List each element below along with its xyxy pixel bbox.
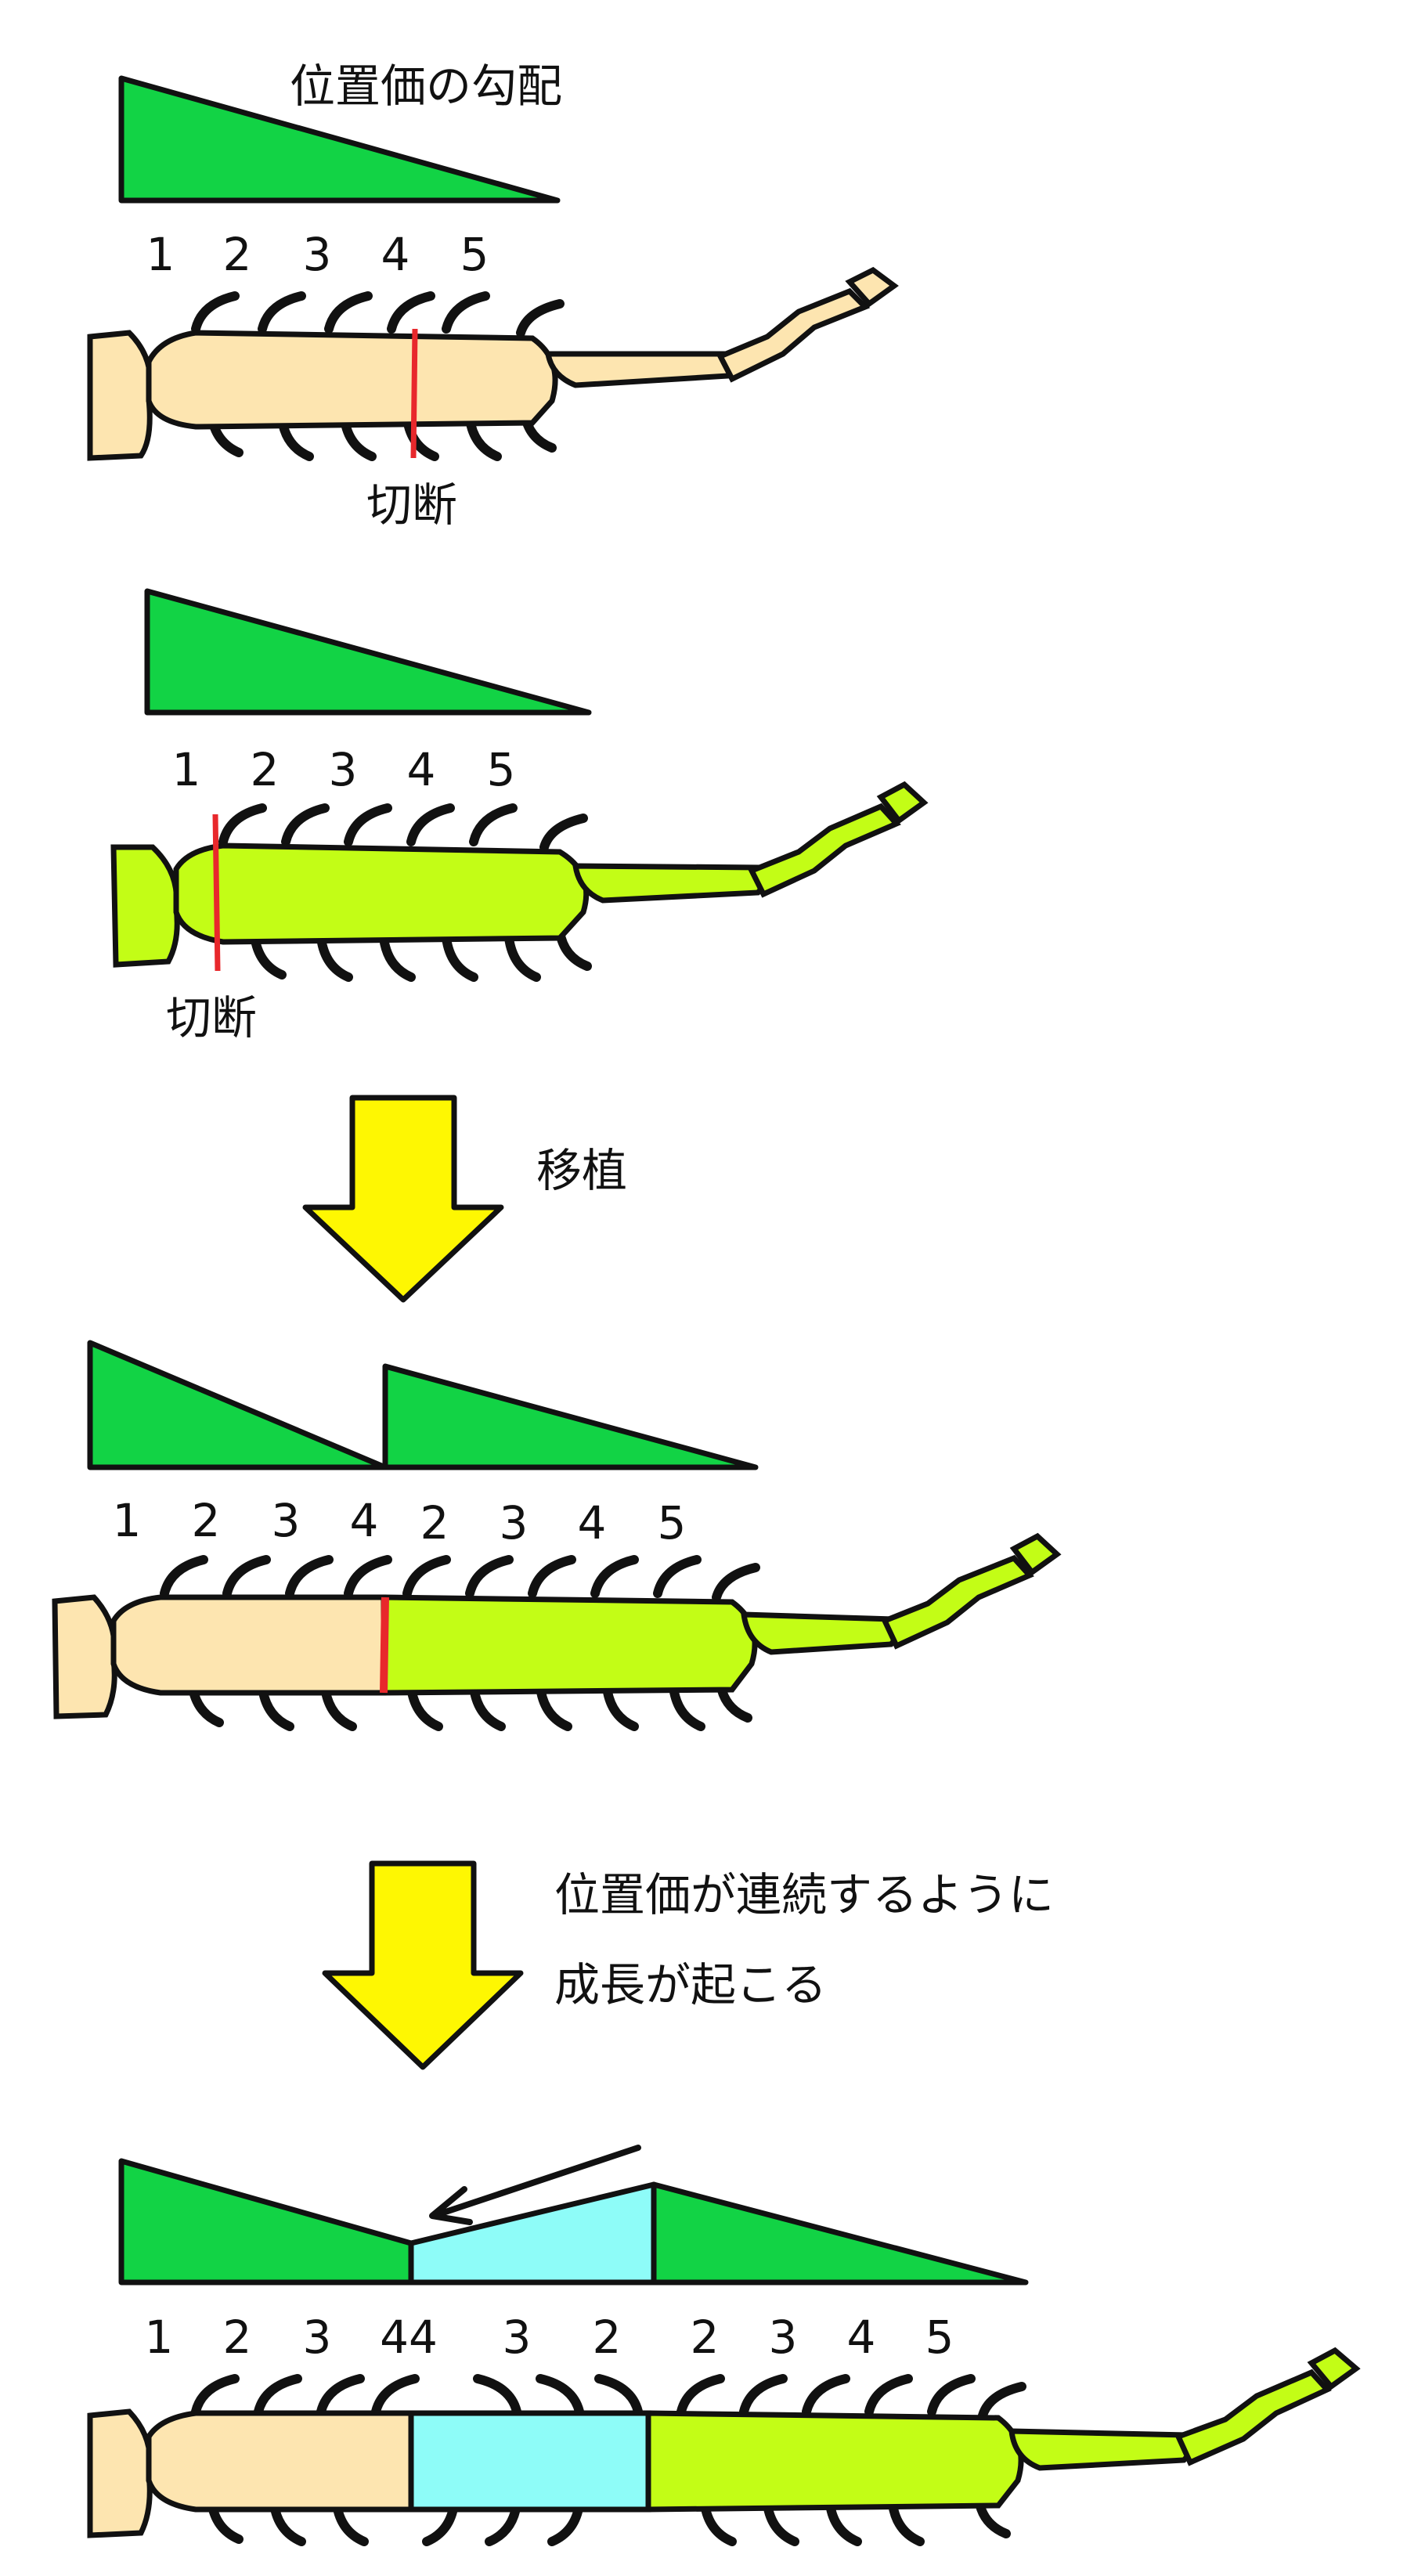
- step-1: 移植: [302, 1095, 627, 1303]
- panel-4: 1 2 3 44 3 2 2 3 4 5: [87, 2145, 1361, 2546]
- leg-segment-graft: [645, 2410, 1024, 2513]
- gradient-wedge: [144, 588, 592, 716]
- gradient-wedge: [118, 75, 561, 204]
- leg-tarsus: [881, 1554, 1034, 1650]
- leg-base: [52, 1594, 117, 1719]
- regrowth-arrow: [429, 2145, 641, 2225]
- spines: [218, 803, 592, 982]
- gradient-wedge: [651, 2181, 1029, 2286]
- cut-line: [380, 1596, 389, 1694]
- position-number: 1: [172, 743, 201, 796]
- step-label-line2: 成長が起こる: [554, 1958, 827, 2011]
- insect-leg: [87, 266, 899, 461]
- leg-claw: [845, 266, 899, 308]
- panel-1: 位置価の勾配 1 2 3 4 5: [87, 60, 899, 532]
- panel-3: 1 2 3 4 2 3 4 5: [52, 1340, 1062, 1731]
- down-arrow: [322, 1860, 524, 2070]
- gradient-wedge: [87, 1340, 388, 1470]
- leg-segment-host: [146, 330, 558, 430]
- leg-tarsus: [716, 287, 871, 383]
- leg-segment-regenerated: [408, 2410, 651, 2513]
- position-number: 2: [223, 2311, 252, 2364]
- down-arrow: [302, 1095, 504, 1303]
- position-number: 4: [350, 1494, 379, 1547]
- gradient-title: 位置価の勾配: [290, 60, 562, 113]
- position-number: 1: [146, 228, 175, 281]
- cut-line: [212, 814, 221, 972]
- position-number: 1: [145, 2311, 174, 2364]
- leg-segment-host: [146, 2410, 414, 2513]
- position-number: 2: [192, 1494, 221, 1547]
- leg-tarsus: [740, 1611, 901, 1655]
- position-number: 2: [420, 1496, 449, 1550]
- step-label: 移植: [536, 1144, 627, 1197]
- position-number: 2: [223, 228, 252, 281]
- leg-claw: [876, 781, 929, 824]
- leg-base: [110, 844, 180, 968]
- leg-tarsus: [572, 863, 768, 904]
- position-number: 3: [500, 1496, 529, 1550]
- step-label-line1: 位置価が連続するように: [554, 1868, 1054, 1921]
- leg-segment-host: [110, 1594, 387, 1696]
- position-number: 3: [329, 743, 358, 796]
- step-2: 位置価が連続するように 成長が起こる: [322, 1860, 1054, 2070]
- insect-leg: [87, 2347, 1361, 2546]
- gradient-wedge: [382, 1363, 759, 1470]
- cut-line: [410, 328, 418, 459]
- insect-leg: [110, 781, 929, 982]
- position-number: 5: [487, 743, 516, 796]
- position-number: 3: [303, 2311, 332, 2364]
- position-number: 4: [407, 743, 436, 796]
- spines: [160, 1555, 760, 1731]
- leg-tarsus: [748, 803, 901, 898]
- leg-segment-graft: [173, 842, 590, 945]
- position-number: 44: [380, 2311, 438, 2364]
- leg-segment-graft: [381, 1594, 758, 1696]
- position-number: 3: [503, 2311, 532, 2364]
- position-number: 3: [303, 228, 332, 281]
- position-number: 2: [251, 743, 280, 796]
- position-number: 5: [460, 228, 489, 281]
- position-number: 5: [925, 2311, 954, 2364]
- cut-label: 切断: [166, 991, 257, 1044]
- insect-leg: [52, 1532, 1062, 1731]
- leg-base: [87, 330, 153, 461]
- position-number: 4: [847, 2311, 876, 2364]
- leg-tarsus: [1008, 2428, 1195, 2471]
- leg-base: [87, 2408, 153, 2538]
- position-number: 4: [381, 228, 410, 281]
- cut-label: 切断: [366, 478, 457, 532]
- leg-claw: [1307, 2347, 1361, 2390]
- leg-tarsus: [544, 351, 737, 388]
- leg-claw: [1009, 1532, 1062, 1576]
- position-number: 2: [691, 2311, 720, 2364]
- position-number: 3: [769, 2311, 798, 2364]
- panel-2: 1 2 3 4 5: [110, 588, 929, 1044]
- position-number: 2: [593, 2311, 622, 2364]
- leg-tarsus: [1174, 2369, 1332, 2466]
- position-number: 5: [658, 1496, 687, 1550]
- gradient-wedge: [118, 2158, 414, 2286]
- position-number: 1: [113, 1494, 142, 1547]
- position-number: 3: [272, 1494, 301, 1547]
- position-number: 4: [578, 1496, 607, 1550]
